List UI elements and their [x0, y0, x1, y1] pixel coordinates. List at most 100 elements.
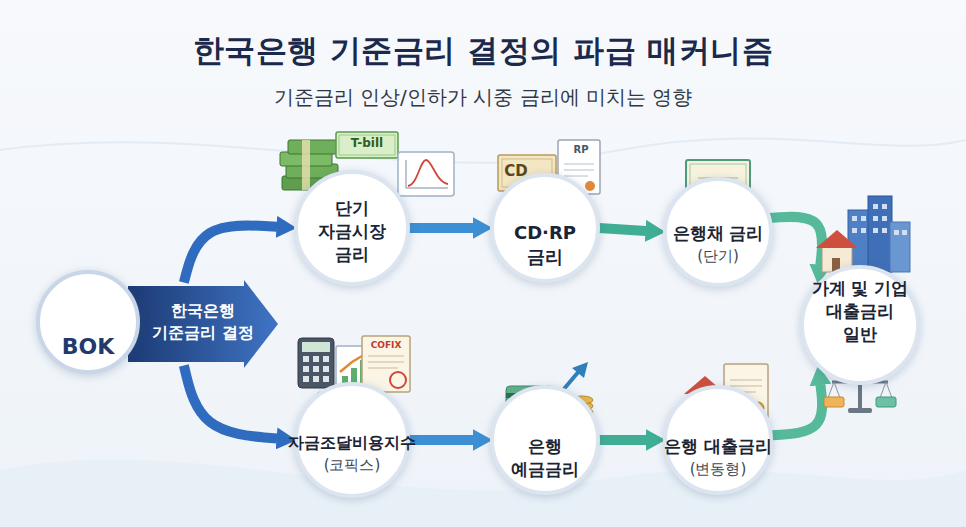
calculator-icon-part-part [303, 376, 309, 382]
bank-bond-certificate-icon-part [698, 190, 726, 191]
calculator-icon-part [302, 342, 330, 352]
icon-label: T-bill [336, 136, 398, 150]
rp-document-icon-part [558, 140, 600, 194]
subtitle: 기준금리 인상/인하가 시중 금리에 미치는 영향 [0, 84, 966, 111]
circle-outline [38, 272, 138, 372]
loan-house-icon-part [690, 392, 720, 416]
deposit-icon-part [506, 386, 554, 416]
flow-arrow [770, 217, 822, 266]
city-buildings-icon-part-part [852, 216, 857, 221]
cofix-document-icon-part [362, 336, 410, 392]
city-buildings-icon-part [822, 246, 852, 272]
treasury-bill-icon-part [336, 132, 398, 158]
background-wave [0, 459, 966, 527]
bank-bond-certificate-icon-part [690, 164, 746, 198]
node-label: 단기 자금시장 금리 [308, 197, 396, 266]
central-bank-circle: BOK [36, 270, 140, 374]
cd-certificate-icon-part [520, 182, 548, 183]
city-buildings-icon-part-part [882, 228, 887, 233]
bank-icon-part [77, 304, 82, 323]
deposit-icon-part [547, 396, 593, 428]
balance-scale-icon-part [828, 382, 834, 398]
money-stack-icon-part [286, 164, 338, 178]
city-buildings-icon-part [852, 204, 907, 235]
calculator-icon-part-part [323, 376, 329, 382]
cofix-document-icon-part [368, 356, 404, 357]
rp-document-icon-part [564, 164, 594, 165]
circle-outline [492, 175, 598, 281]
rp-document-icon-part [585, 181, 595, 191]
balance-scale-icon-part [880, 382, 886, 398]
node-label: 한국은행 기준금리 결정 [147, 300, 259, 344]
loan-house-icon-part [701, 402, 709, 416]
bank-bond-certificate-icon [686, 160, 750, 214]
balance-scale-icon-part [858, 380, 862, 410]
node-text-group: 단기 자금시장 금리 [308, 197, 396, 266]
flow-arrow [409, 223, 473, 233]
node-label: CD·RP 금리 [513, 221, 577, 269]
node-text-group: 자금조달비용지수(코픽스) [277, 432, 427, 476]
calculator-icon-part [298, 338, 334, 388]
deposit-icon-part-part [547, 420, 569, 428]
city-buildings-icon-part-part [873, 216, 878, 221]
deposit-icon-part-part [547, 414, 569, 422]
cd-certificate-icon [498, 155, 556, 191]
balance-scale-icon-part [834, 382, 840, 398]
rp-document-icon-part [564, 170, 594, 171]
node-sublabel: (단기) [662, 245, 774, 267]
calculator-icon-part-part [303, 366, 309, 372]
city-buildings-icon-part-part [852, 228, 857, 233]
deposit-icon-part-part [571, 396, 593, 404]
bank-icon [60, 283, 116, 328]
bank-bond-certificate-icon-part [698, 184, 738, 185]
calculator-icon-part-part [303, 356, 309, 362]
deposit-icon-part [506, 393, 554, 398]
rate-document-icon [318, 392, 388, 426]
flow-arrow [184, 225, 277, 282]
calculator-icon-part-part [313, 356, 319, 362]
rate-document-icon-part [322, 402, 360, 420]
loan-house-icon-part [730, 386, 762, 387]
balance-scale-icon-part [876, 397, 896, 407]
circle-outline [802, 267, 918, 383]
flow-arrow [409, 435, 473, 445]
city-buildings-icon-part-part [861, 228, 866, 233]
balance-scale-icon-part [886, 382, 892, 398]
bank-icon-part [86, 304, 91, 323]
money-stack-icon-part [288, 140, 340, 154]
cofix-document-icon-part [390, 372, 406, 388]
icon-label: COFIX [364, 340, 408, 350]
rate-document-icon-part [318, 392, 364, 426]
growth-chart-icon-part [336, 346, 376, 392]
rp-document-icon-part [564, 176, 588, 177]
city-buildings-icon-part [890, 222, 910, 272]
node-label: 가계 및 기업 대출금리 일반 [808, 277, 912, 346]
bank-icon-part [67, 304, 72, 323]
city-buildings-icon-part-part [902, 230, 907, 235]
city-buildings-icon-part [832, 258, 840, 272]
city-buildings-icon-part-part [882, 204, 887, 209]
flow-arrow [599, 228, 646, 231]
bank-bond-certificate-icon-part [736, 191, 750, 205]
rate-circle: 자금조달비용지수(코픽스) [294, 382, 410, 498]
flow-arrow [772, 385, 822, 436]
yield-chart-icon-part [398, 152, 454, 196]
rate-circle: 단기 자금시장 금리 [294, 170, 410, 286]
deposit-icon [506, 362, 593, 428]
node-sublabel: (코픽스) [277, 454, 427, 476]
loan-house-icon-part [752, 402, 764, 414]
money-stack-icon-part [302, 140, 310, 190]
bank-icon-part [62, 298, 114, 302]
node-label: BOK [38, 332, 138, 362]
calculator-icon-part-part [323, 356, 329, 362]
deposit-icon-part-part [571, 402, 593, 410]
deposit-icon-part-part [571, 414, 593, 422]
result-circle: 가계 및 기업 대출금리 일반 [800, 265, 920, 385]
node-text-group: 한국은행 기준금리 결정 [147, 300, 259, 344]
rate-circle: 은행 대출금리(변동형) [663, 385, 773, 495]
city-buildings-icon-part [848, 210, 870, 272]
node-label: 은행 대출금리 [656, 435, 780, 458]
